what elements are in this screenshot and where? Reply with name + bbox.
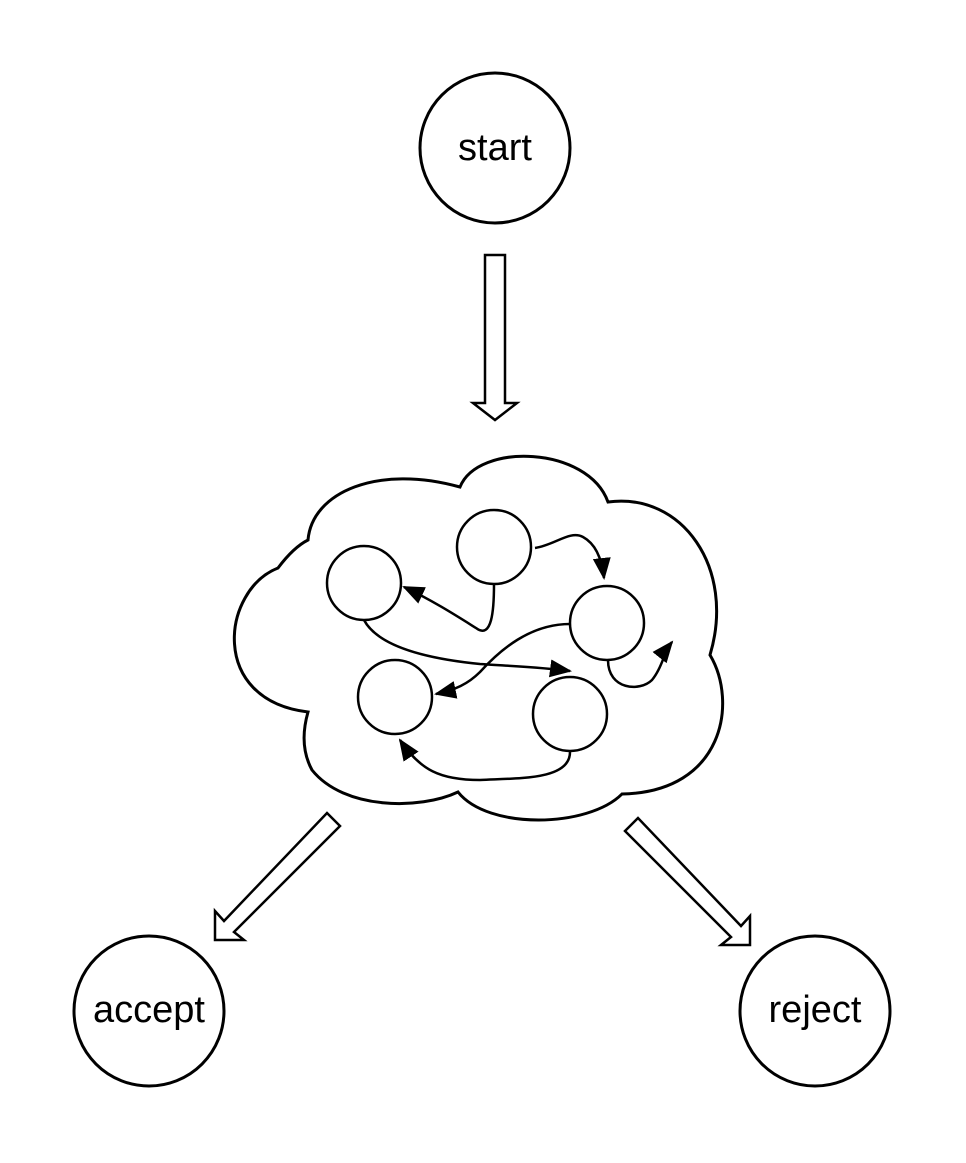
start-node-circle	[418, 71, 572, 225]
start-node-label: start	[458, 127, 532, 169]
transition-right-self-loop	[606, 640, 674, 689]
inner-transitions	[362, 534, 674, 782]
cloud-shape	[232, 454, 725, 822]
accept-node-label: accept	[93, 989, 205, 1031]
transition-top-to-left	[402, 583, 496, 632]
inner-state-right	[568, 584, 646, 662]
start-to-cloud-arrow	[469, 253, 521, 422]
inner-state-bottom-right	[531, 675, 609, 753]
transition-bottom-right-to-bottom-left	[398, 738, 572, 782]
transition-left-to-bottom-right	[362, 619, 572, 678]
start-node: start	[418, 71, 572, 225]
reject-node-circle	[738, 934, 892, 1088]
inner-states	[325, 508, 646, 753]
inner-state-top	[455, 508, 533, 586]
inner-state-bottom-left	[356, 658, 434, 736]
accept-node: accept	[72, 934, 226, 1088]
cloud-to-accept-arrow	[213, 811, 342, 942]
accept-node-circle	[72, 934, 226, 1088]
transition-right-to-bottom-left	[434, 622, 571, 699]
reject-node: reject	[738, 934, 892, 1088]
cloud-to-reject-arrow	[623, 816, 752, 947]
transition-top-to-right	[534, 534, 611, 580]
reject-node-label: reject	[769, 989, 862, 1031]
inner-state-left	[325, 544, 403, 622]
